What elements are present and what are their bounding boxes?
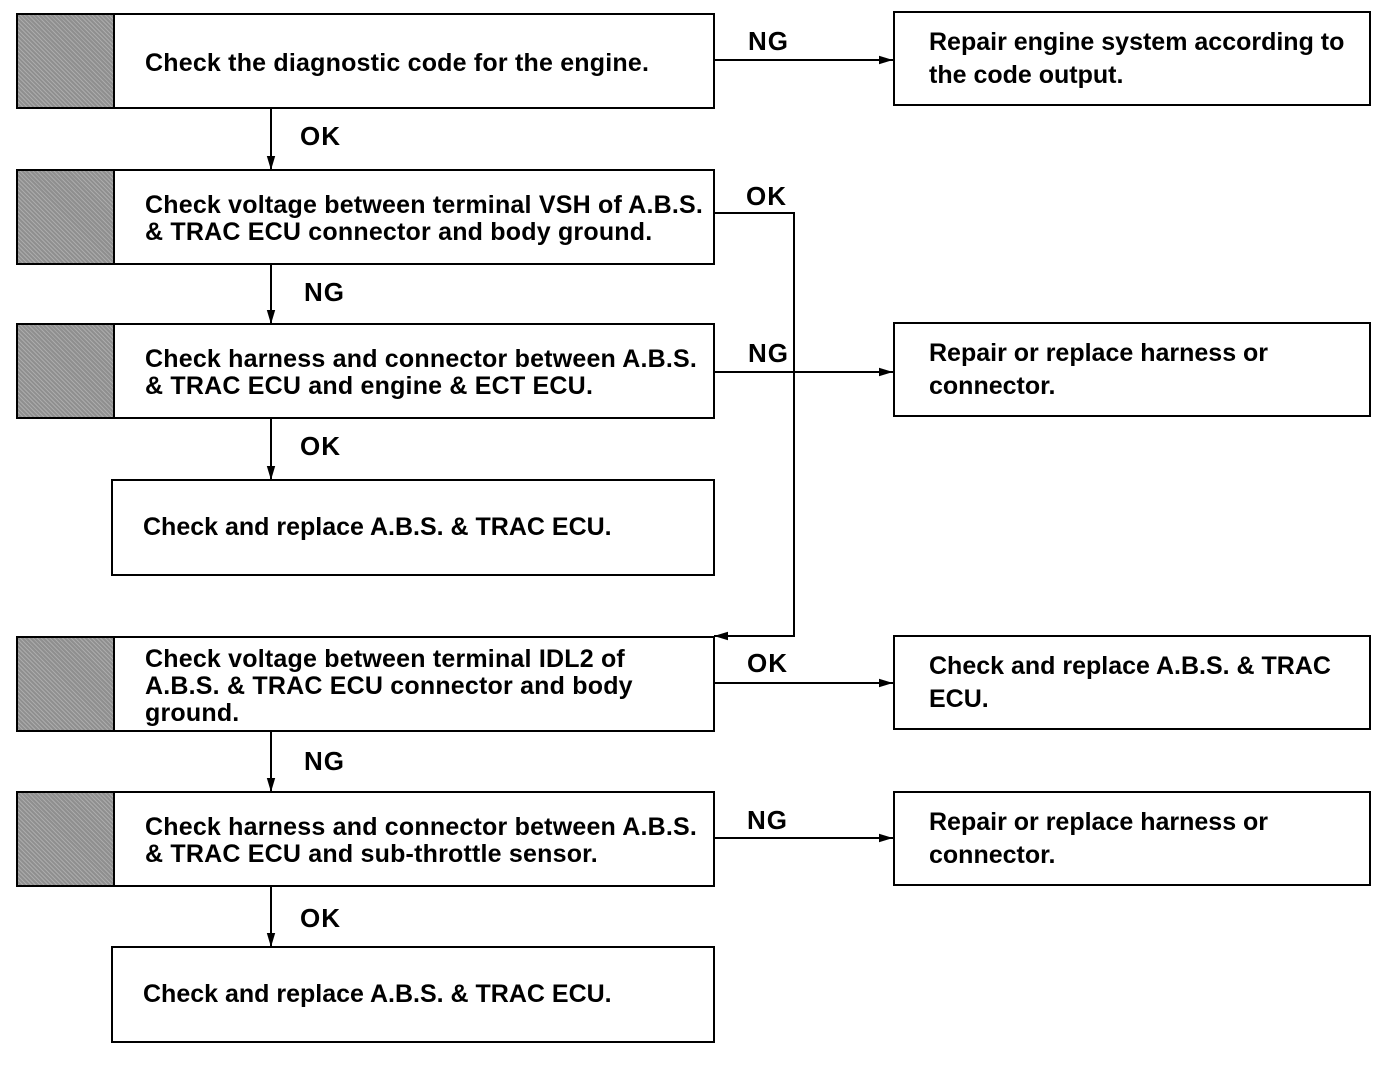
step-2-text: Check voltage between terminal VSH of A.…	[145, 191, 704, 246]
result-text: Repair or replace harness or connector.	[929, 807, 1269, 869]
step-5-text: Check harness and connector between A.B.…	[145, 813, 698, 868]
step-1-ng-result-box: Repair engine system according to the co…	[893, 11, 1371, 106]
step-5-ok-result-box: Check and replace A.B.S. & TRAC ECU.	[111, 946, 715, 1043]
step-3-ok-result-box: Check and replace A.B.S. & TRAC ECU.	[111, 479, 715, 576]
label-ok: OK	[300, 431, 341, 461]
step-number-tab	[18, 793, 115, 885]
label-ng: NG	[748, 338, 789, 368]
result-text: Check and replace A.B.S. & TRAC ECU.	[143, 980, 612, 1008]
step-3-text: Check harness and connector between A.B.…	[145, 345, 698, 400]
step-5-box: Check harness and connector between A.B.…	[16, 791, 715, 887]
result-text: Check and replace A.B.S. & TRAC ECU.	[929, 651, 1331, 713]
step-3-ng-result-box: Repair or replace harness or connector.	[893, 322, 1371, 417]
step-1-text: Check the diagnostic code for the engine…	[145, 48, 650, 77]
result-text: Check and replace A.B.S. & TRAC ECU.	[143, 513, 612, 541]
step-number-tab	[18, 171, 115, 263]
label-ok: OK	[300, 121, 341, 151]
step-2-box: Check voltage between terminal VSH of A.…	[16, 169, 715, 265]
step-4-ok-result-box: Check and replace A.B.S. & TRAC ECU.	[893, 635, 1371, 730]
label-ng: NG	[304, 277, 345, 307]
step-number-tab	[18, 325, 115, 417]
label-ok: OK	[746, 181, 787, 211]
label-ok: OK	[300, 903, 341, 933]
label-ng: NG	[748, 26, 789, 56]
result-text: Repair engine system according to the co…	[929, 27, 1345, 89]
step-number-tab	[18, 15, 115, 107]
label-ng: NG	[747, 805, 788, 835]
label-ok: OK	[747, 648, 788, 678]
step-4-text: Check voltage between terminal IDL2 of A…	[145, 644, 633, 727]
label-ng: NG	[304, 746, 345, 776]
arrow-step2-ok	[714, 212, 795, 641]
step-1-box: Check the diagnostic code for the engine…	[16, 13, 715, 109]
result-text: Repair or replace harness or connector.	[929, 338, 1269, 400]
step-number-tab	[18, 638, 115, 730]
step-3-box: Check harness and connector between A.B.…	[16, 323, 715, 419]
step-4-box: Check voltage between terminal IDL2 of A…	[16, 636, 715, 732]
step-5-ng-result-box: Repair or replace harness or connector.	[893, 791, 1371, 886]
